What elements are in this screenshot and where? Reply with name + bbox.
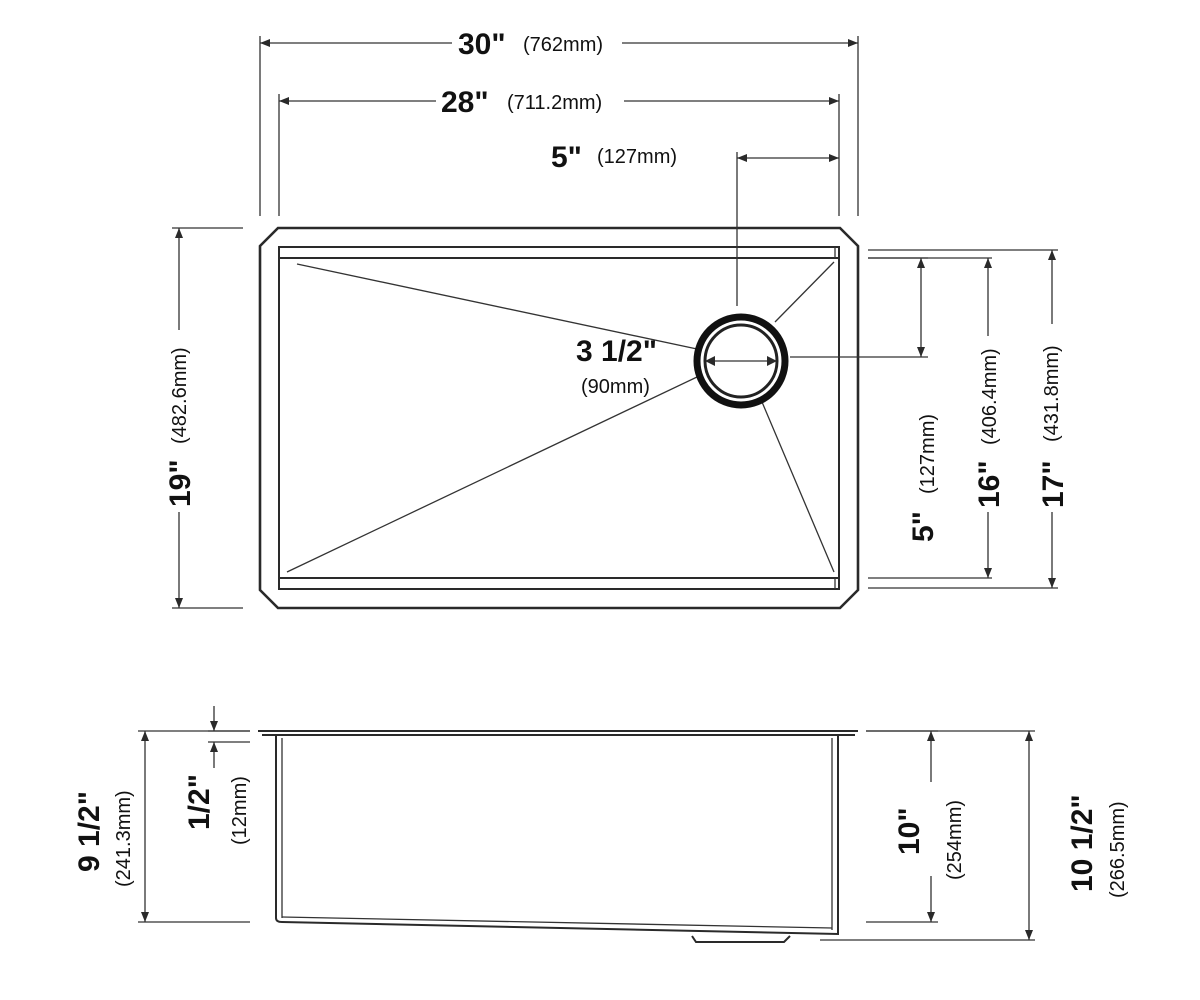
dim-30-arrow-left	[260, 39, 270, 47]
dim-17-arrow-top	[1048, 250, 1056, 260]
dim-half-inch: 1/2"	[183, 774, 216, 830]
top-view: 30" (762mm) 28" (711.2mm) 5" (127mm) 3 1…	[164, 28, 1070, 610]
slope-line-top-left	[296, 263, 698, 350]
dim-drain-offset-arrow-right	[829, 154, 839, 162]
dim-19-inch: 19"	[164, 459, 197, 507]
slope-line-top-right	[774, 261, 835, 323]
dim-side-offset-arrow-bottom	[917, 347, 925, 357]
dim-side-offset-arrow-top	[917, 258, 925, 268]
dim-half-arrow-top	[210, 721, 218, 731]
dim-17-arrow-bottom	[1048, 578, 1056, 588]
side-drain-stub	[691, 935, 791, 943]
sink-outer-outline	[258, 226, 860, 610]
dim-28-inch: 28"	[441, 86, 489, 119]
dim-drain-diameter-mm: (90mm)	[581, 376, 650, 398]
dim-drain-offset-inch: 5"	[551, 141, 582, 174]
dim-30-arrow-right	[848, 39, 858, 47]
dim-28-arrow-left	[279, 97, 289, 105]
dim-10half-arrow-bottom	[1025, 930, 1033, 940]
dim-side-offset-inch: 5"	[907, 511, 940, 542]
dim-10half-arrow-top	[1025, 731, 1033, 741]
side-view: 9 1/2" (241.3mm) 1/2" (12mm) 10" (254mm)…	[73, 706, 1129, 943]
dim-10-mm: (254mm)	[944, 800, 966, 880]
dim-30-mm: (762mm)	[523, 34, 603, 56]
dim-16-inch: 16"	[973, 460, 1006, 508]
dim-17-mm: (431.8mm)	[1041, 345, 1063, 442]
dim-side-offset-mm: (127mm)	[917, 414, 939, 494]
drain-diameter-arrow-right	[767, 356, 777, 366]
dim-drain-offset-arrow-left	[737, 154, 747, 162]
dim-10-arrow-top	[927, 731, 935, 741]
dim-16-mm: (406.4mm)	[979, 348, 1001, 445]
dim-9half-inch: 9 1/2"	[73, 791, 106, 872]
dim-19-arrow-bottom	[175, 598, 183, 608]
dim-17-inch: 17"	[1037, 460, 1070, 508]
dim-10half-mm: (266.5mm)	[1107, 801, 1129, 898]
dim-drain-offset-mm: (127mm)	[597, 146, 677, 168]
dim-16-arrow-top	[984, 258, 992, 268]
dim-10half-inch: 10 1/2"	[1066, 794, 1099, 892]
dim-28-mm: (711.2mm)	[507, 92, 602, 114]
dim-9half-arrow-top	[141, 731, 149, 741]
dim-30-inch: 30"	[458, 28, 506, 61]
slope-line-bottom-right	[761, 401, 835, 573]
dim-28-arrow-right	[829, 97, 839, 105]
side-bowl-outline	[275, 736, 839, 936]
dim-16-arrow-bottom	[984, 568, 992, 578]
dim-half-arrow-bottom	[210, 742, 218, 752]
dim-half-mm: (12mm)	[229, 776, 251, 845]
slope-line-bottom-left	[286, 376, 698, 573]
dim-10-arrow-bottom	[927, 912, 935, 922]
dim-drain-diameter-inch: 3 1/2"	[576, 335, 657, 368]
dim-19-mm: (482.6mm)	[169, 347, 191, 444]
dim-19-arrow-top	[175, 228, 183, 238]
drain-diameter-arrow-left	[705, 356, 715, 366]
sink-bowl-outline	[278, 246, 840, 590]
dim-9half-arrow-bottom	[141, 912, 149, 922]
dim-9half-mm: (241.3mm)	[113, 790, 135, 887]
side-bowl-floor-inner	[281, 916, 833, 929]
dim-10-inch: 10"	[893, 807, 926, 855]
